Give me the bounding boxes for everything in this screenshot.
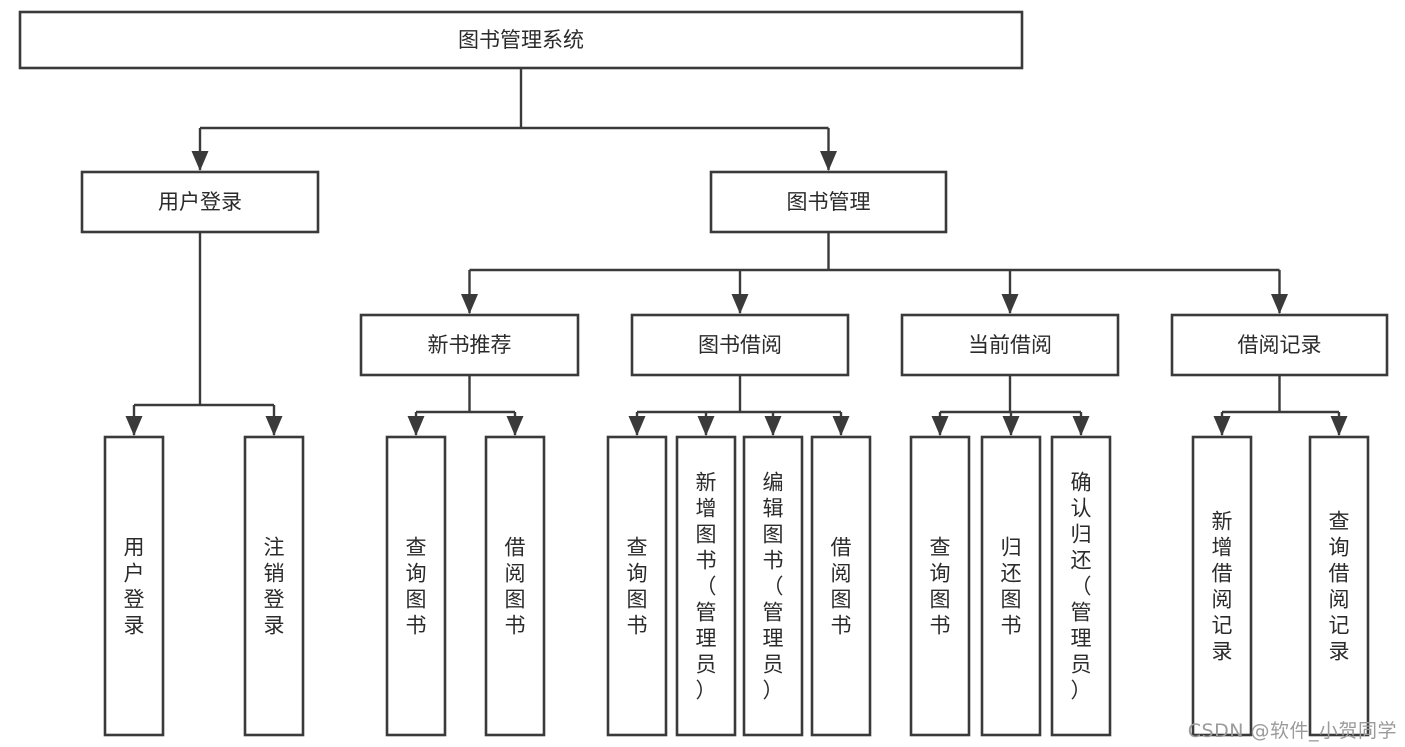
node-leaf-borrow-book-1[interactable]: 借阅图书 [484,435,546,737]
node-current-borrow[interactable]: 当前借阅 [900,313,1120,377]
node-new-book-rec-label: 新书推荐 [428,333,512,357]
arrow-to-leaf-query-book-3 [931,416,949,436]
node-current-borrow-label: 当前借阅 [968,333,1052,357]
arrow-to-leaf-query-book-2 [628,416,646,436]
node-leaf-borrow-book-1-label: 借阅图书 [505,535,526,637]
node-boxes-group: 图书管理系统用户登录图书管理新书推荐图书借阅当前借阅借阅记录用户登录注销登录查询… [18,10,1389,737]
node-leaf-query-record-rect [1308,435,1370,737]
node-leaf-borrow-book-1-rect [484,435,546,737]
node-leaf-query-record[interactable]: 查询借阅记录 [1308,435,1370,737]
node-leaf-logout-label: 注销登录 [264,535,285,637]
node-leaf-add-book-label: 新增图书（管理员） [696,470,717,702]
node-leaf-query-book-1-label: 查询图书 [406,535,427,637]
node-root-rect [18,10,1024,70]
node-book-manage[interactable]: 图书管理 [709,170,948,234]
arrow-to-leaf-query-record [1330,416,1348,436]
node-leaf-return-book-label: 归还图书 [1001,535,1022,637]
node-leaf-query-book-2-label: 查询图书 [627,535,648,637]
node-user-login-label: 用户登录 [158,190,242,214]
csdn-watermark: CSDN @软件_小贺同学 [1187,720,1397,742]
node-new-book-rec[interactable]: 新书推荐 [359,313,580,377]
node-new-book-rec-rect [359,313,580,377]
arrow-to-leaf-borrow-book-2 [832,416,850,436]
node-leaf-confirm-return-label: 确认归还（管理员） [1071,470,1092,702]
node-leaf-edit-book[interactable]: 编辑图书（管理员） [742,435,804,737]
node-root[interactable]: 图书管理系统 [18,10,1024,70]
node-root-label: 图书管理系统 [458,28,584,52]
arrow-to-leaf-logout [265,416,283,436]
arrow-to-leaf-add-record [1213,416,1231,436]
node-leaf-query-book-2-rect [606,435,668,737]
arrow-to-user-login [191,151,209,171]
node-leaf-query-record-label: 查询借阅记录 [1329,509,1350,663]
node-leaf-query-book-2[interactable]: 查询图书 [606,435,668,737]
node-leaf-edit-book-label: 编辑图书（管理员） [763,470,784,702]
node-leaf-logout-rect [243,435,305,737]
arrow-to-leaf-query-book-1 [407,416,425,436]
node-borrow-record[interactable]: 借阅记录 [1170,313,1389,377]
arrow-to-borrow-record [1271,294,1288,314]
node-leaf-user-login-rect [103,435,165,737]
arrow-to-leaf-borrow-book-1 [506,416,524,436]
node-leaf-return-book-rect [980,435,1042,737]
node-current-borrow-rect [900,313,1120,377]
node-book-borrow-label: 图书借阅 [698,333,782,357]
arrow-to-leaf-add-book [697,416,715,436]
node-borrow-record-rect [1170,313,1389,377]
arrow-to-leaf-return-book [1002,416,1020,436]
node-leaf-add-record-rect [1191,435,1253,737]
node-leaf-query-book-3-rect [909,435,971,737]
node-book-borrow[interactable]: 图书借阅 [630,313,850,377]
node-book-manage-label: 图书管理 [787,190,871,214]
node-leaf-add-record-label: 新增借阅记录 [1212,509,1233,663]
node-leaf-query-book-3[interactable]: 查询图书 [909,435,971,737]
node-leaf-add-book-rect [675,435,737,737]
arrow-to-leaf-user-login [125,416,143,436]
node-leaf-confirm-return-rect [1050,435,1112,737]
arrow-to-book-borrow [731,294,749,314]
arrow-to-book-manage [820,151,837,171]
node-leaf-logout[interactable]: 注销登录 [243,435,305,737]
node-leaf-query-book-1[interactable]: 查询图书 [385,435,447,737]
node-leaf-edit-book-rect [742,435,804,737]
node-leaf-return-book[interactable]: 归还图书 [980,435,1042,737]
node-book-borrow-rect [630,313,850,377]
node-leaf-confirm-return[interactable]: 确认归还（管理员） [1050,435,1112,737]
node-leaf-user-login-label: 用户登录 [124,535,145,637]
node-leaf-query-book-1-rect [385,435,447,737]
node-leaf-user-login[interactable]: 用户登录 [103,435,165,737]
connector-lines-group [125,68,1348,436]
arrow-to-leaf-edit-book [764,416,782,436]
node-leaf-query-book-3-label: 查询图书 [930,535,951,637]
node-leaf-borrow-book-2[interactable]: 借阅图书 [810,435,872,737]
node-leaf-borrow-book-2-label: 借阅图书 [831,535,852,637]
arrow-to-leaf-confirm-return [1072,416,1090,436]
arrow-to-current-borrow [1001,294,1019,314]
node-user-login[interactable]: 用户登录 [80,170,320,234]
node-user-login-rect [80,170,320,234]
node-book-manage-rect [709,170,948,234]
node-leaf-borrow-book-2-rect [810,435,872,737]
node-leaf-add-book[interactable]: 新增图书（管理员） [675,435,737,737]
node-leaf-add-record[interactable]: 新增借阅记录 [1191,435,1253,737]
arrow-to-new-book-rec [461,294,478,314]
node-borrow-record-label: 借阅记录 [1238,333,1322,357]
